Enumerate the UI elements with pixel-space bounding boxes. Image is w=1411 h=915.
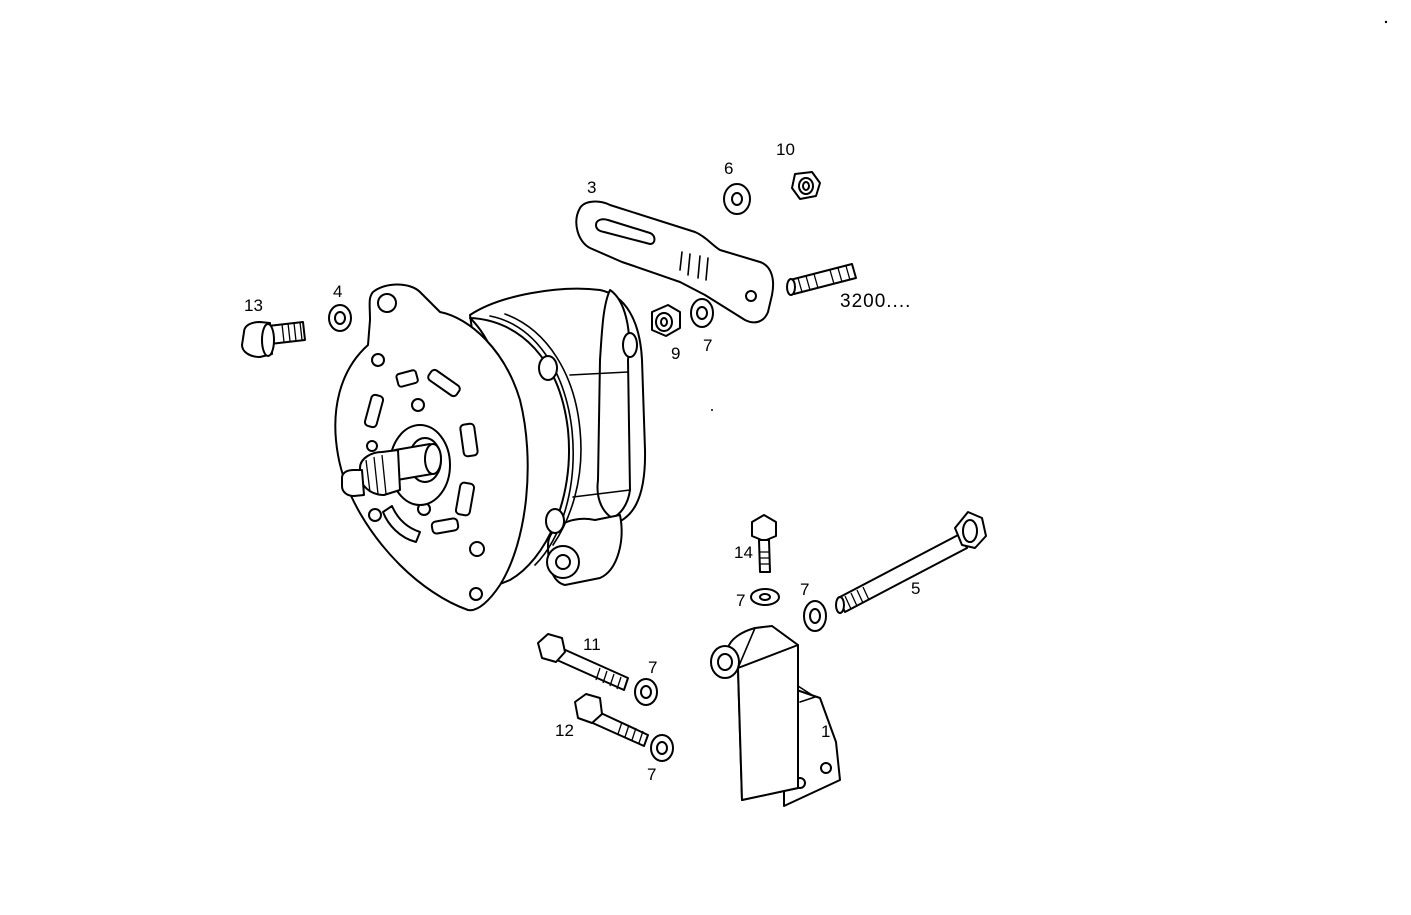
washer-7-left-lower (650, 734, 674, 762)
bolt-5 (835, 511, 987, 614)
callout-11: 11 (583, 635, 601, 654)
washer-7-left-upper (634, 678, 658, 706)
callout-9: 9 (671, 344, 680, 363)
stray-dot-top-right (1384, 20, 1388, 24)
callout-13: 13 (244, 296, 263, 315)
bolt-11 (537, 633, 629, 691)
bracket-3 (575, 200, 775, 324)
washer-7-right (803, 600, 827, 632)
washer-6 (723, 183, 751, 215)
washer-4 (328, 304, 352, 332)
washer-7-mid (750, 588, 780, 606)
callout-6: 6 (724, 159, 733, 178)
callout-7-left-lower: 7 (647, 765, 656, 784)
callout-4: 4 (333, 282, 342, 301)
callout-1: 1 (821, 722, 830, 741)
support-bracket-1 (710, 625, 841, 807)
nut-10 (791, 171, 821, 200)
callout-10: 10 (776, 140, 795, 159)
callout-3: 3 (587, 178, 596, 197)
bolt-14 (751, 514, 777, 573)
bolt-12 (574, 693, 649, 747)
callout-5: 5 (911, 579, 920, 598)
callout-7-mid: 7 (736, 591, 745, 610)
callout-7-top: 7 (703, 336, 712, 355)
bolt-13 (241, 321, 306, 358)
stray-dot-center (711, 409, 713, 411)
nut-9 (651, 304, 681, 337)
callout-12: 12 (555, 721, 574, 740)
alternator (334, 283, 647, 612)
stud-3200 (786, 263, 857, 296)
callout-14: 14 (734, 543, 753, 562)
callout-7-right: 7 (800, 580, 809, 599)
washer-7-top (690, 298, 714, 328)
callout-3200: 3200.... (840, 291, 911, 312)
callout-7-left-upper: 7 (648, 658, 657, 677)
